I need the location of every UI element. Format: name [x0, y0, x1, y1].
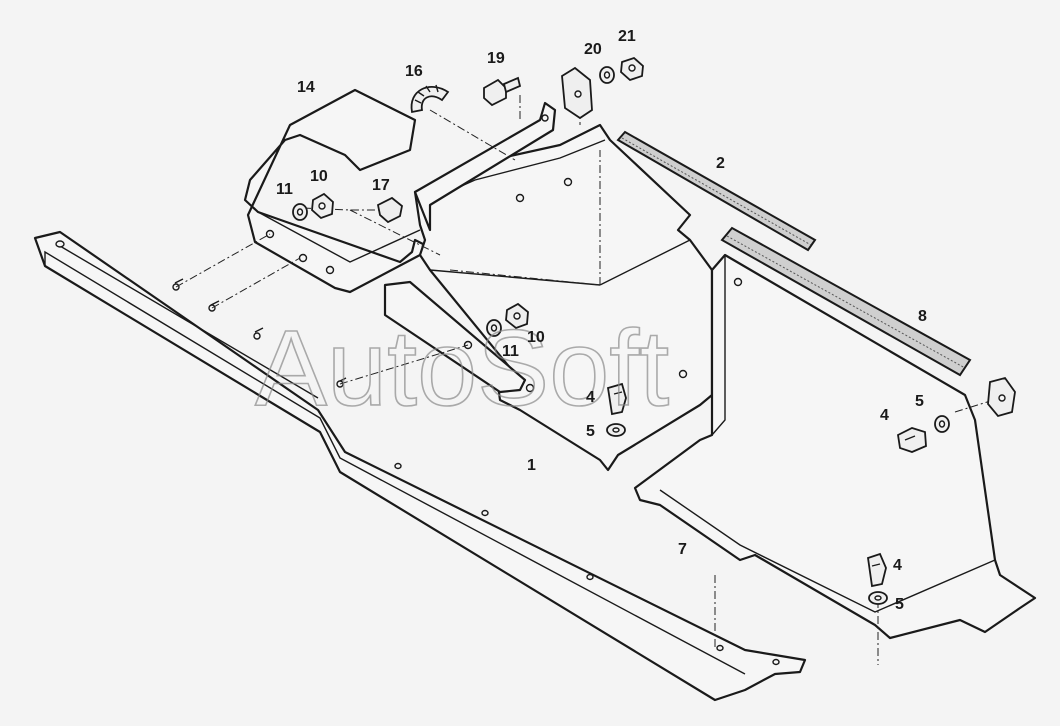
- callout-21: 21: [618, 28, 636, 45]
- callout-5-right: 5: [915, 393, 924, 410]
- callout-20: 20: [584, 41, 602, 58]
- screw-washer-bottom: [867, 552, 888, 605]
- callout-7: 7: [678, 541, 687, 558]
- clip-17: [376, 196, 403, 224]
- strap-bracket: [383, 280, 527, 394]
- panel-1: [413, 123, 714, 472]
- callout-5-bottom: 5: [895, 596, 904, 613]
- plate-washer-nut: [561, 56, 644, 120]
- washer-nut-lower: [486, 302, 529, 337]
- washer-nut-upper: [292, 192, 334, 221]
- callout-4-right: 4: [880, 407, 889, 424]
- bracket-14: [243, 88, 427, 294]
- screw-washer-center: [606, 382, 627, 437]
- callouts: 14 16 19 20 21 2 11 10 17 8 10 11 4 5 1 …: [276, 28, 927, 613]
- clip-16: [410, 84, 450, 114]
- watermark: AutoSoft: [255, 307, 669, 428]
- callout-8: 8: [918, 308, 927, 325]
- seal-strip-8: [720, 226, 972, 377]
- callout-2: 2: [716, 155, 725, 172]
- callout-11-upper: 11: [276, 181, 293, 198]
- bolt-19: [483, 76, 522, 107]
- callout-10-upper: 10: [310, 168, 328, 185]
- seal-strip-2: [616, 130, 817, 252]
- callout-19: 19: [487, 50, 505, 67]
- callout-17: 17: [372, 177, 390, 194]
- callout-11-lower: 11: [502, 343, 519, 360]
- callout-4-bottom: 4: [893, 557, 902, 574]
- callout-1: 1: [527, 457, 536, 474]
- panel-7: [633, 253, 1037, 640]
- screw-washer-right: [897, 376, 1016, 453]
- mounting-bar: [413, 101, 557, 232]
- callout-16: 16: [405, 63, 423, 80]
- callout-4-center: 4: [586, 389, 595, 406]
- callout-5-center: 5: [586, 423, 595, 440]
- callout-14: 14: [297, 79, 315, 96]
- callout-10-lower: 10: [527, 329, 545, 346]
